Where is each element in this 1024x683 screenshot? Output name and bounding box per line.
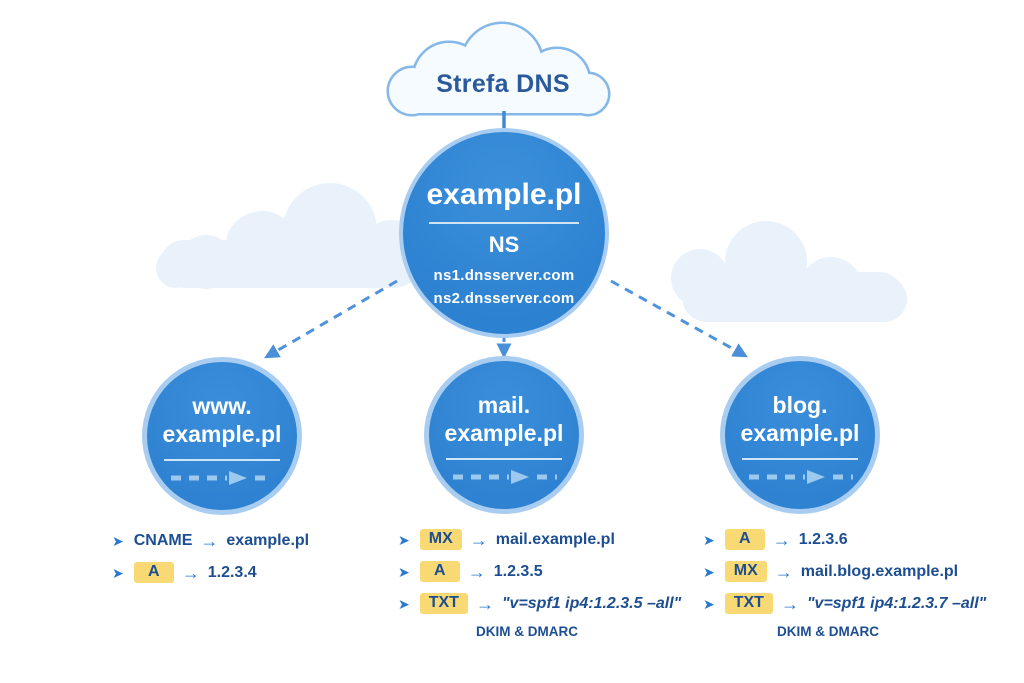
- dns-record-row: ➤ CNAME → example.pl: [112, 530, 309, 551]
- dns-zone-title: Strefa DNS: [436, 70, 570, 98]
- record-type-a: A: [133, 562, 174, 583]
- divider: [742, 458, 858, 461]
- bullet-arrow-icon: ➤: [398, 531, 410, 548]
- bullet-arrow-icon: ➤: [112, 564, 124, 581]
- subdomain-label-line1: www.: [192, 393, 252, 419]
- dns-record-row: ➤ A → 1.2.3.6: [703, 529, 986, 550]
- record-value: example.pl: [226, 531, 310, 549]
- root-domain-name: example.pl: [426, 178, 582, 211]
- record-value: 1.2.3.5: [493, 562, 543, 580]
- record-list-blog: ➤ A → 1.2.3.6 ➤ MX → mail.blog.example.p…: [703, 529, 986, 639]
- subdomain-label-line1: blog.: [772, 392, 828, 418]
- subdomain-node-mail: mail. example.pl: [424, 356, 584, 514]
- record-type-txt: TXT: [419, 593, 468, 614]
- record-type-mx: MX: [419, 529, 462, 550]
- record-type-mx: MX: [724, 561, 767, 582]
- record-value: 1.2.3.4: [207, 563, 257, 581]
- dashed-arrow-icon: [749, 470, 853, 485]
- record-value: mail.blog.example.pl: [800, 562, 959, 580]
- bullet-arrow-icon: ➤: [398, 563, 410, 580]
- dns-record-row: ➤ A → 1.2.3.4: [112, 562, 309, 583]
- record-value: mail.example.pl: [495, 530, 615, 548]
- divider: [429, 222, 579, 224]
- record-list-www: ➤ CNAME → example.pl ➤ A → 1.2.3.4: [112, 530, 309, 594]
- record-type-txt: TXT: [724, 593, 773, 614]
- connector-root-to-www: [264, 279, 398, 359]
- bullet-arrow-icon: ➤: [112, 532, 124, 549]
- arrow-right-icon: →: [200, 530, 219, 551]
- background-cloud-left: [156, 183, 426, 289]
- dns-record-row: ➤ TXT → "v=spf1 ip4:1.2.3.7 –all": [703, 593, 986, 614]
- subdomain-label-line2: example.pl: [162, 421, 282, 448]
- record-type-cname: CNAME: [133, 531, 193, 549]
- divider: [164, 459, 280, 462]
- root-domain-node: example.pl NS ns1.dnsserver.com ns2.dnss…: [399, 128, 609, 338]
- record-value: 1.2.3.6: [798, 530, 848, 548]
- record-value-spf: "v=spf1 ip4:1.2.3.7 –all": [806, 594, 987, 612]
- bullet-arrow-icon: ➤: [703, 595, 715, 612]
- record-type-a: A: [419, 561, 460, 582]
- dashed-arrow-icon: [453, 470, 557, 485]
- dns-record-row: ➤ MX → mail.blog.example.pl: [703, 561, 986, 582]
- record-value-spf: "v=spf1 ip4:1.2.3.5 –all": [501, 594, 682, 612]
- nameserver-2: ns2.dnsserver.com: [433, 290, 575, 307]
- record-list-mail: ➤ MX → mail.example.pl ➤ A → 1.2.3.5 ➤ T…: [398, 529, 681, 639]
- arrow-right-icon: →: [780, 593, 799, 614]
- subdomain-label-line1: mail.: [477, 392, 531, 418]
- arrow-right-icon: →: [475, 593, 494, 614]
- arrow-right-icon: →: [772, 529, 791, 550]
- dns-record-row: ➤ A → 1.2.3.5: [398, 561, 681, 582]
- dkim-dmarc-note: DKIM & DMARC: [777, 624, 879, 639]
- bullet-arrow-icon: ➤: [398, 595, 410, 612]
- subdomain-label-line2: example.pl: [444, 420, 564, 447]
- arrow-right-icon: →: [467, 561, 486, 582]
- record-type-a: A: [724, 529, 765, 550]
- subdomain-node-www: www. example.pl: [142, 357, 302, 515]
- arrow-right-icon: →: [774, 561, 793, 582]
- nameserver-1: ns1.dnsserver.com: [433, 267, 575, 284]
- ns-record-label: NS: [488, 232, 520, 257]
- arrow-right-icon: →: [469, 529, 488, 550]
- dns-record-row: ➤ TXT → "v=spf1 ip4:1.2.3.5 –all": [398, 593, 681, 614]
- subdomain-node-blog: blog. example.pl: [720, 356, 880, 514]
- arrow-right-icon: →: [181, 562, 200, 583]
- divider: [446, 458, 562, 461]
- bullet-arrow-icon: ➤: [703, 531, 715, 548]
- dkim-dmarc-note: DKIM & DMARC: [476, 624, 578, 639]
- subdomain-label-line2: example.pl: [740, 420, 860, 447]
- background-cloud-right: [671, 221, 907, 322]
- bullet-arrow-icon: ➤: [703, 563, 715, 580]
- dashed-arrow-icon: [171, 471, 269, 486]
- dns-record-row: ➤ MX → mail.example.pl: [398, 529, 681, 550]
